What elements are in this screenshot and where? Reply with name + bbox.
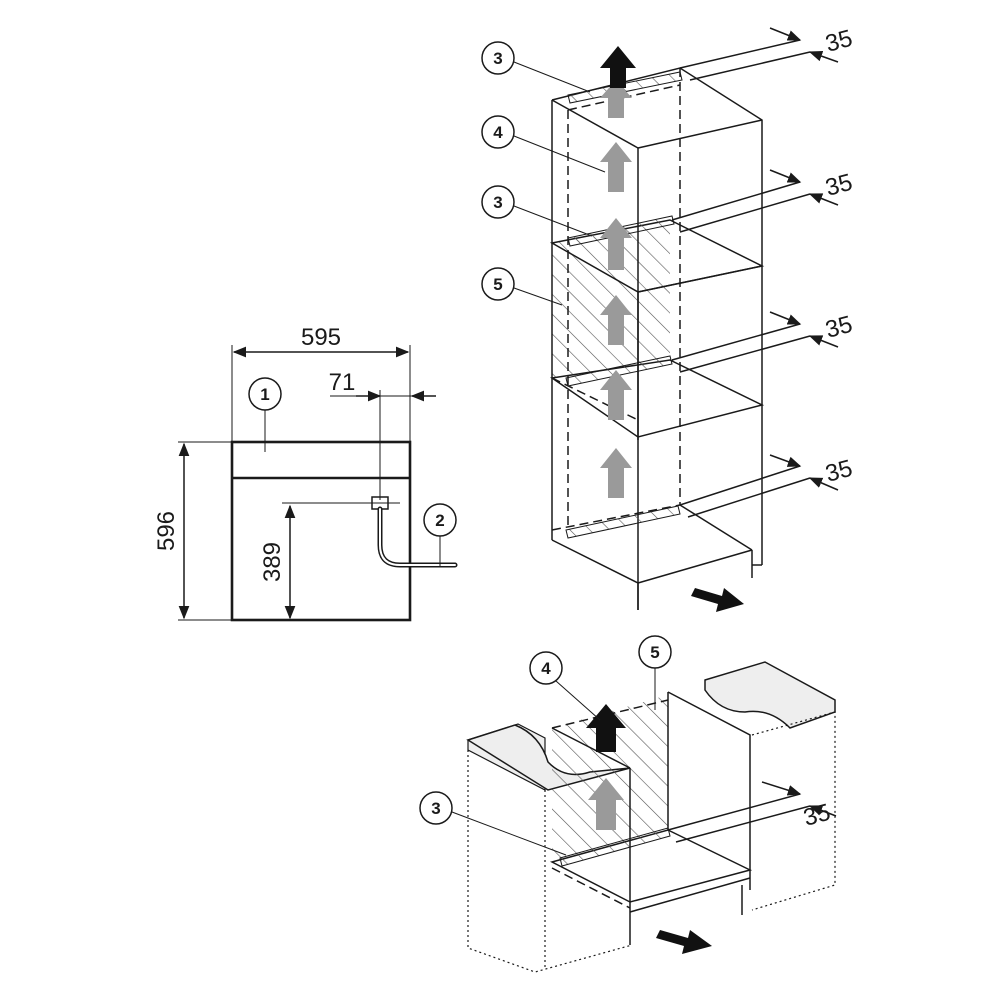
gap-label-2: 35	[823, 169, 856, 202]
gap-arrow-4b	[808, 477, 839, 491]
callout-3-top-number: 3	[493, 49, 502, 68]
callout-3-mid-number: 3	[493, 193, 502, 212]
exhaust-arrow-top-icon	[600, 46, 636, 88]
cabinet-bottom-front	[551, 539, 639, 584]
base-hatched-area	[552, 695, 668, 862]
gap-line-2b	[679, 193, 811, 233]
tall-cabinet-view: 35 35 35 35 3 4 3 5	[481, 25, 856, 612]
air-arrow-5	[600, 370, 632, 420]
gap-dimensions	[671, 27, 839, 518]
gap-arrow-4a	[769, 454, 802, 467]
gap-line-1b	[689, 51, 811, 81]
oven-front-view: 595 71 596 389 1 2	[153, 324, 458, 622]
oven-body	[230, 440, 412, 622]
base-gap-arrow-b	[808, 805, 837, 817]
base-callout-4-number: 4	[541, 659, 551, 678]
niche-top-front	[551, 727, 631, 769]
callout-2-number: 2	[435, 511, 444, 530]
gap-arrow-2a	[769, 169, 802, 183]
niche-right-side	[667, 691, 751, 890]
air-arrow-1	[600, 80, 632, 118]
width-label: 595	[301, 324, 341, 351]
base-callout-3-leader	[451, 811, 567, 856]
base-callout-4-leader	[555, 680, 601, 721]
callout-3-top-circle	[481, 41, 515, 75]
gap-line-1a	[679, 39, 801, 69]
air-arrow-3	[600, 218, 632, 270]
intake-arrow-icon	[691, 588, 744, 612]
floor-side	[679, 504, 753, 551]
gap-line-3b	[679, 335, 811, 373]
cabinet-top-side-edge	[637, 119, 763, 149]
gap-line-2a	[671, 181, 801, 221]
callout-3-mid-leader	[513, 205, 593, 237]
gap-arrow-3a	[769, 311, 802, 325]
floor-back-dashed	[551, 504, 681, 531]
offset-label: 71	[329, 369, 356, 396]
callout-5-leader	[513, 287, 563, 306]
niche-floor-front	[629, 877, 751, 913]
right-worktop	[704, 661, 836, 729]
power-cable-inner	[379, 508, 456, 566]
callout-4-leader	[513, 135, 606, 173]
gap-line-3a	[671, 323, 801, 361]
base-cabinet-view: 35 4 5 3	[419, 635, 837, 973]
vent-strip-bottom	[565, 505, 681, 539]
base-callout-3-circle	[419, 791, 453, 825]
gap-arrow-2b	[808, 193, 839, 206]
base-intake-arrow-icon	[656, 930, 712, 954]
base-callout-3-number: 3	[431, 799, 440, 818]
air-arrow-4	[600, 295, 632, 345]
gap-label-4: 35	[823, 455, 856, 488]
vent-strip-lower	[565, 355, 673, 387]
callout-3-mid-circle	[481, 185, 515, 219]
base-gap-label: 35	[801, 799, 834, 832]
base-callout-4-circle	[529, 651, 563, 685]
cabinet-bottom-side	[637, 549, 753, 584]
gap-label-3: 35	[823, 311, 856, 344]
base-vent-strip	[559, 827, 671, 867]
base-callout-5-number: 5	[650, 643, 659, 662]
air-arrow-2	[600, 142, 632, 192]
gap-label-1: 35	[823, 25, 856, 58]
cabinet-top-front-edge	[551, 99, 639, 149]
height-label: 596	[153, 511, 180, 551]
callout-4-circle	[481, 115, 515, 149]
gap-line-4a	[679, 465, 801, 506]
shelf-lower-dashed	[551, 377, 639, 421]
callout-1-number: 1	[260, 385, 269, 404]
socket-height-label: 389	[259, 542, 286, 582]
gap-arrow-3b	[808, 335, 839, 348]
gap-line-4b	[687, 477, 811, 518]
airflow-arrows	[600, 80, 632, 498]
base-gap-arrow-a	[761, 781, 802, 796]
callout-3-top-leader	[513, 61, 591, 93]
air-arrow-6	[600, 448, 632, 498]
base-gap-line-a	[667, 793, 801, 831]
base-air-arrow-icon	[588, 778, 624, 830]
callout-5-number: 5	[493, 275, 502, 294]
niche-floor-dashed	[551, 867, 631, 909]
niche-top-edge	[637, 265, 763, 293]
gap-arrow-1b	[808, 51, 839, 63]
callout-5-circle	[481, 267, 515, 301]
base-gap-line-b	[675, 805, 811, 843]
callout-4-number: 4	[493, 123, 503, 142]
gap-arrow-1a	[769, 27, 802, 41]
